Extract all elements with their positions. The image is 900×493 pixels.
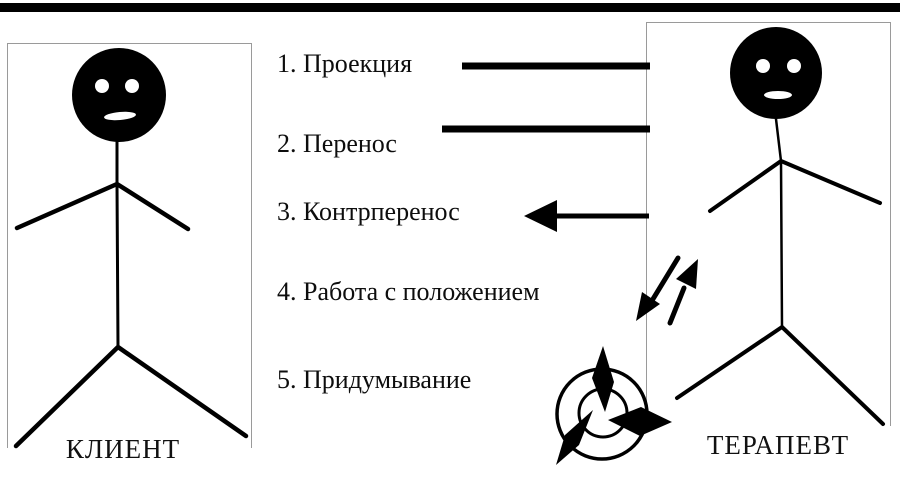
list-item-transference: 2. Перенос (277, 129, 397, 158)
therapist-label: ТЕРАПЕВТ (706, 430, 850, 460)
list-item-position-work: 4. Работа с положением (277, 277, 540, 306)
countertransference-arrow-icon (524, 200, 649, 232)
top-rule-line (0, 3, 900, 12)
client-label: КЛИЕНТ (65, 434, 181, 464)
list-item-countertransference: 3. Контрперенос (277, 197, 460, 226)
client-figure-box (7, 43, 252, 448)
list-item-projection: 1. Проекция (277, 49, 413, 78)
list-item-invention: 5. Придумывание (277, 365, 472, 394)
therapist-figure-box (646, 22, 891, 426)
